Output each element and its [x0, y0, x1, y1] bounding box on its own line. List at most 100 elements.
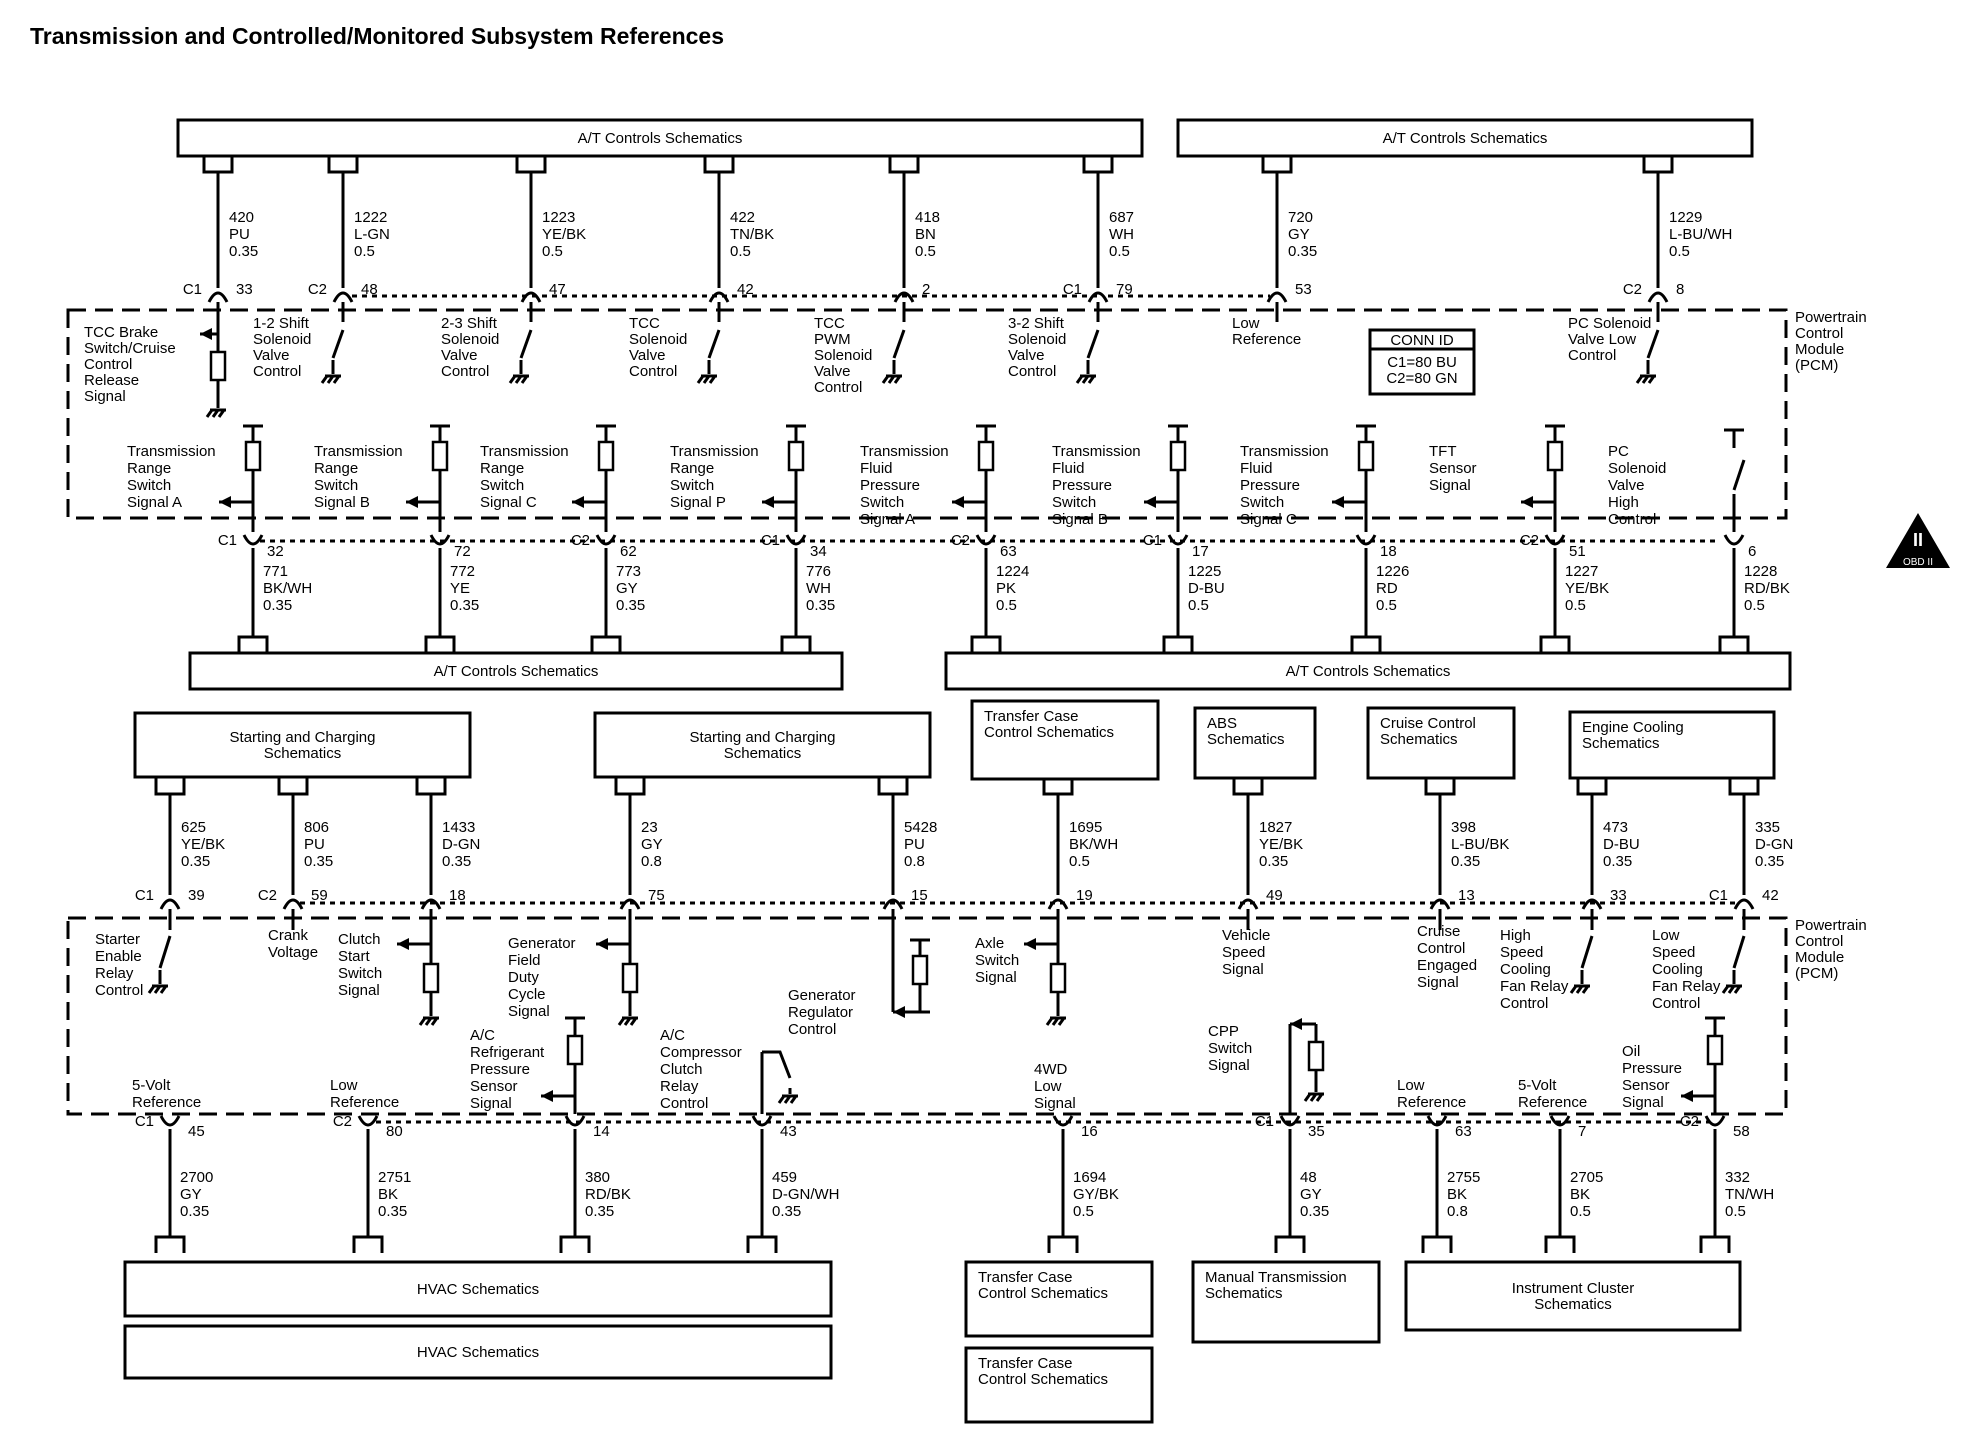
wire-label: 1695	[1069, 819, 1102, 836]
wire-label: 0.5	[1744, 597, 1765, 614]
wire-label: 0.5	[1109, 243, 1130, 260]
connector-id: C2	[951, 532, 970, 549]
pin-label: Signal C	[480, 494, 537, 511]
pin-number: 79	[1116, 281, 1133, 298]
pin-label: Compressor	[660, 1044, 742, 1061]
resistor	[431, 440, 449, 472]
wire-label: 1224	[996, 563, 1029, 580]
wire-label: 2755	[1447, 1169, 1480, 1186]
switch-contact	[1724, 428, 1744, 448]
pin-label: TCC	[814, 315, 845, 332]
pin-number: 13	[1458, 887, 1475, 904]
connector-id: C1	[218, 532, 237, 549]
connector-pin	[357, 1115, 379, 1127]
box-hvac-2	[123, 1324, 833, 1380]
pin-label: Pressure	[1240, 477, 1300, 494]
pin-number: 43	[780, 1123, 797, 1140]
connector-pin	[1266, 291, 1288, 303]
arrow-head-icon	[1681, 1090, 1693, 1102]
pin-number: 53	[1295, 281, 1312, 298]
pin-label: Enable	[95, 948, 142, 965]
pcm-label: Module	[1795, 341, 1844, 358]
arrow-head-icon	[406, 496, 418, 508]
pin-label: A/C	[660, 1027, 685, 1044]
pin-label: Speed	[1222, 944, 1265, 961]
ground-icon	[320, 375, 329, 384]
connector-id: C1	[1709, 887, 1728, 904]
wire-label: 0.5	[730, 243, 751, 260]
pin-label: A/C	[470, 1027, 495, 1044]
pin-label: Valve Low	[1568, 331, 1636, 348]
pcm-boundary-lower	[66, 916, 1788, 1116]
pin-label: Switch	[670, 477, 714, 494]
pin-number: 63	[1455, 1123, 1472, 1140]
pin-number: 15	[911, 887, 928, 904]
pin-number: 33	[236, 281, 253, 298]
box-at-top-left	[176, 118, 1144, 158]
ground-icon	[777, 1095, 786, 1104]
arrow-head-icon	[541, 1090, 553, 1102]
pin-label: Low	[1397, 1077, 1425, 1094]
ground-icon	[696, 375, 705, 384]
pin-label: Transmission	[480, 443, 569, 460]
conn-id-box	[1368, 328, 1476, 396]
pin-label: Switch	[314, 477, 358, 494]
pin-label: Control	[660, 1095, 708, 1112]
pin-label: Reference	[1518, 1094, 1587, 1111]
resistor	[244, 440, 262, 472]
connector-pin	[882, 898, 904, 910]
pin-label: Solenoid	[1008, 331, 1066, 348]
wire-label: 1227	[1565, 563, 1598, 580]
wire-label: 0.35	[442, 853, 471, 870]
connector-pin	[429, 534, 451, 546]
wire-label: 0.5	[1073, 1203, 1094, 1220]
pin-label: Control	[253, 363, 301, 380]
wire-label: 0.5	[1570, 1203, 1591, 1220]
pin-label: High	[1608, 494, 1639, 511]
connector-pin	[1549, 1115, 1571, 1127]
wire-label: 48	[1300, 1169, 1317, 1186]
ground-icon	[881, 375, 890, 384]
pin-label: Speed	[1652, 944, 1695, 961]
connector-id: C1	[761, 532, 780, 549]
terminal	[1424, 778, 1456, 796]
pin-label: Low	[1034, 1078, 1062, 1095]
pin-number: 42	[1762, 887, 1779, 904]
switch-contact	[158, 935, 172, 969]
pin-label: Transmission	[860, 443, 949, 460]
wire-label: 0.35	[450, 597, 479, 614]
connector-pin	[1704, 1115, 1726, 1127]
connector-pin	[1723, 534, 1745, 546]
pin-label: Solenoid	[253, 331, 311, 348]
pin-label: Signal	[338, 982, 380, 999]
pin-label: Oil	[1622, 1043, 1640, 1060]
wire-label: YE	[450, 580, 470, 597]
terminal	[970, 635, 1002, 653]
wire-label: PU	[304, 836, 325, 853]
pin-label: Signal	[1208, 1057, 1250, 1074]
terminal	[1350, 635, 1382, 653]
terminal	[1047, 1235, 1079, 1253]
resistor	[1357, 440, 1375, 472]
wire-label: YE/BK	[1259, 836, 1303, 853]
wire-label: 1228	[1744, 563, 1777, 580]
ground-icon	[430, 1017, 439, 1026]
box-transfer-case-top	[970, 699, 1160, 781]
pcm-label: Control	[1795, 325, 1843, 342]
pin-number: 49	[1266, 887, 1283, 904]
terminal	[877, 778, 909, 796]
pin-label: Sensor	[1622, 1077, 1670, 1094]
resistor	[1546, 440, 1564, 472]
wire-label: 0.35	[1603, 853, 1632, 870]
pin-label: Switch	[338, 965, 382, 982]
ground-icon	[217, 409, 226, 418]
wire-label: 0.35	[181, 853, 210, 870]
terminal	[1544, 1235, 1576, 1253]
pin-label: Signal A	[127, 494, 182, 511]
terminal	[1082, 156, 1114, 174]
wire-label: RD/BK	[585, 1186, 631, 1203]
pin-label: Transmission	[127, 443, 216, 460]
obd-numeral: II	[1913, 530, 1923, 550]
pin-number: 72	[454, 543, 471, 560]
pin-label: TFT	[1429, 443, 1457, 460]
